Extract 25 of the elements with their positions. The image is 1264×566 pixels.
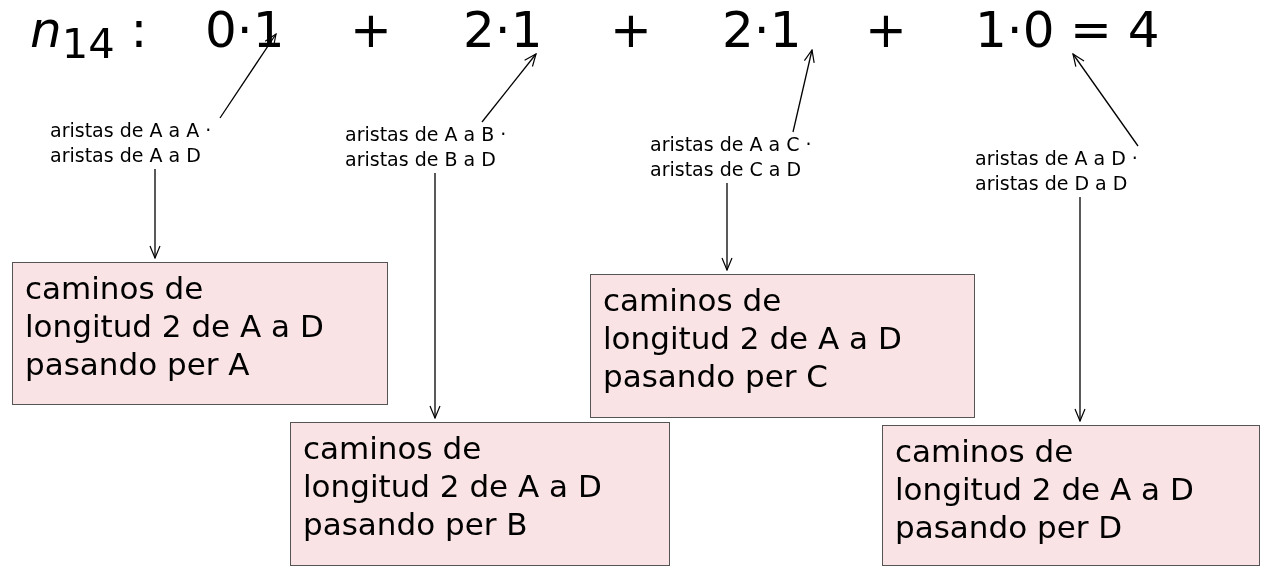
formula-term: n$_{14}$ : — [30, 0, 148, 70]
formula-result: = 4 — [1070, 0, 1160, 60]
plus-sign: + — [350, 0, 392, 60]
text-box: caminos de longitud 2 de A a D pasando per D — [882, 425, 1260, 566]
arrow — [721, 182, 733, 271]
plus-sign: + — [610, 0, 652, 60]
formula-term: 0·1 — [205, 0, 285, 60]
annotation-text: aristas de A a A · aristas de A a D — [50, 118, 235, 168]
arrow — [481, 53, 537, 123]
annotation-text: aristas de A a C · aristas de C a D — [650, 132, 835, 182]
arrow — [1072, 53, 1139, 147]
formula-term: 2·1 — [722, 0, 802, 60]
formula-term: 2·1 — [463, 0, 543, 60]
arrow — [149, 168, 161, 259]
arrow — [429, 172, 441, 419]
text-box: caminos de longitud 2 de A a D pasando per B — [290, 422, 670, 566]
arrow — [792, 49, 815, 133]
text-box: caminos de longitud 2 de A a D pasando per A — [12, 262, 388, 405]
arrow — [1074, 196, 1086, 422]
annotation-text: aristas de A a B · aristas de B a D — [345, 122, 530, 172]
annotation-text: aristas de A a D · aristas de D a D — [975, 146, 1160, 196]
formula-term: 1·0 — [975, 0, 1055, 60]
arrow — [219, 33, 277, 119]
text-box: caminos de longitud 2 de A a D pasando per C — [590, 274, 975, 418]
plus-sign: + — [865, 0, 907, 60]
